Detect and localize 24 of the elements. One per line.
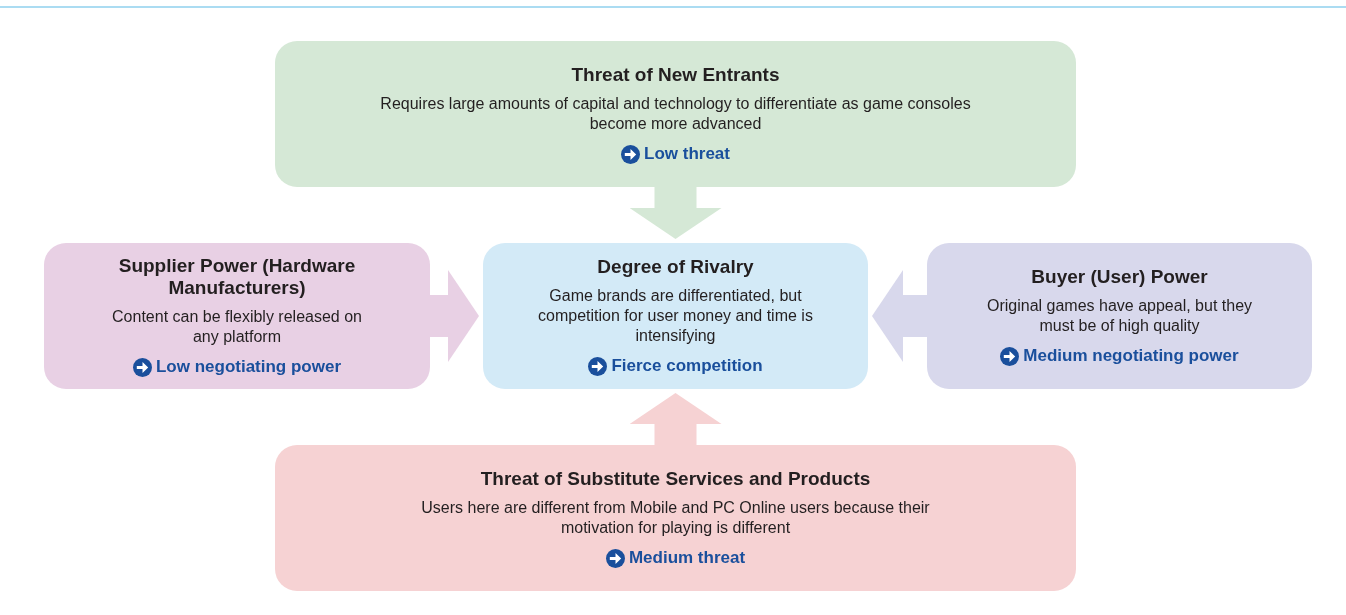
box-description: Content can be flexibly released on any platform (111, 307, 363, 347)
assessment-text: Low negotiating power (155, 357, 342, 377)
box-heading: Degree of Rivalry (597, 256, 754, 278)
block-arrow (629, 187, 722, 239)
assessment-text: Medium negotiating power (1023, 346, 1239, 366)
assessment-text: Low threat (644, 144, 730, 164)
block-arrow (872, 270, 927, 362)
box-heading: Threat of Substitute Services and Products (480, 468, 871, 490)
force-box (483, 243, 868, 389)
force-box (275, 445, 1076, 591)
box-heading: Threat of New Entrants (571, 64, 780, 86)
assessment-text: Fierce competition (611, 356, 763, 376)
box-heading: Supplier Power (Hardware Manufacturers) (117, 255, 357, 299)
box-description: Users here are different from Mobile and PC Online users because their motivation for playing is different (420, 498, 931, 538)
force-box (275, 41, 1076, 187)
box-description: Original games have appeal, but they must be of high quality (985, 296, 1254, 336)
box-description: Requires large amounts of capital and technology to differentiate as game consoles become more advanced (379, 94, 972, 134)
box-description: Game brands are differentiated, but competition for user money and time is intensifying (537, 286, 814, 346)
block-arrow (430, 270, 479, 362)
assessment-text: Medium threat (628, 548, 746, 568)
force-box (44, 243, 430, 389)
force-box (927, 243, 1312, 389)
box-heading: Buyer (User) Power (1031, 266, 1208, 288)
block-arrow (629, 393, 722, 445)
